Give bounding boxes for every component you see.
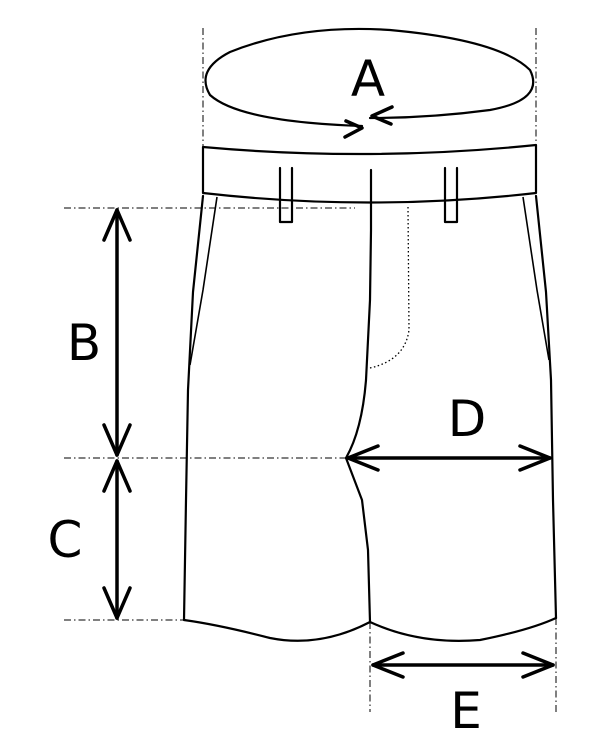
measurement-a-waist <box>204 27 535 139</box>
label-c: C <box>48 511 83 569</box>
right-leg-outer-seam <box>534 194 558 620</box>
arrowhead-e-left <box>371 651 405 679</box>
measurement-c-inseam <box>102 459 132 620</box>
label-e: E <box>450 682 482 740</box>
waist-ellipse-arrow <box>204 27 535 128</box>
arrowhead-d-right <box>518 444 552 472</box>
right-leg-hem <box>368 616 558 642</box>
arrowhead-d-left <box>346 444 380 472</box>
arrowhead-b-bottom <box>102 423 132 457</box>
guide-lines <box>64 28 557 712</box>
arrowhead-c-bottom <box>102 586 132 620</box>
measurement-d-thigh <box>346 444 552 472</box>
shorts-drawing <box>182 143 558 642</box>
arrowhead-c-top <box>102 459 132 493</box>
label-d: D <box>448 390 487 448</box>
belt-loop-right <box>443 166 459 224</box>
right-pocket-line <box>522 196 550 361</box>
left-leg-inseam <box>344 456 372 624</box>
arrowhead-a-1 <box>343 119 364 139</box>
center-front-seam <box>344 168 373 460</box>
fly-stitching <box>369 206 410 369</box>
waistband <box>201 143 538 204</box>
arrowhead-e-right <box>521 651 555 679</box>
left-leg-hem <box>182 618 372 642</box>
left-pocket-line <box>189 196 218 366</box>
measurement-e-hem <box>371 651 555 679</box>
arrowhead-a-2 <box>370 105 394 126</box>
belt-loop-left <box>278 166 294 224</box>
label-a: A <box>351 50 385 108</box>
left-leg-outer-seam <box>182 194 205 622</box>
arrowhead-b-top <box>102 208 132 242</box>
label-b: B <box>67 314 101 372</box>
measurement-b-rise <box>102 208 132 457</box>
